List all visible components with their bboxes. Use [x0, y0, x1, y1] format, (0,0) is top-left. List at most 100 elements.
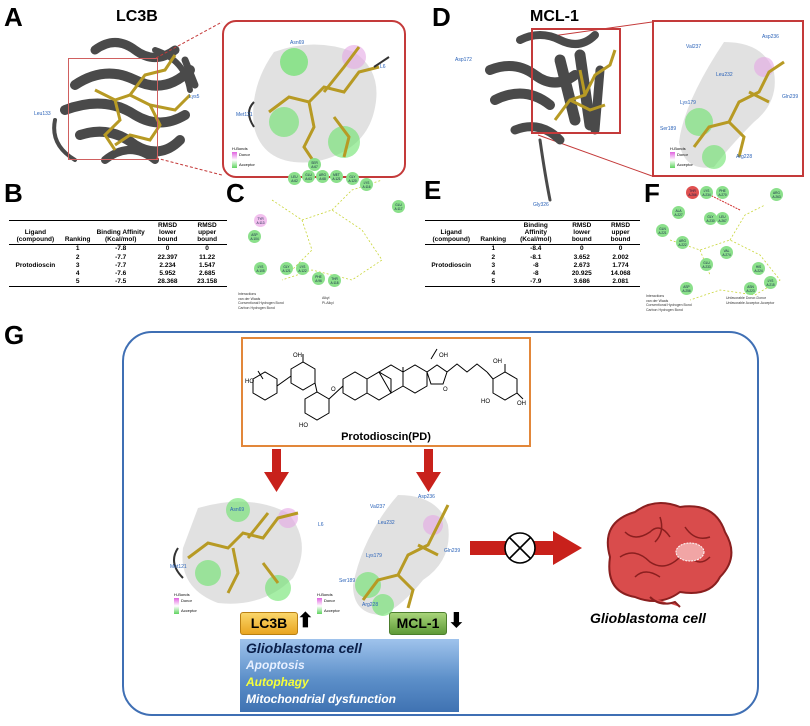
ligand-name: Protodioscin [15, 261, 56, 269]
col-rmsd-lower: RMSD lower bound [562, 219, 602, 246]
panel-b-label: B [4, 178, 23, 208]
svg-text:O: O [331, 387, 336, 393]
residue-node: LYS A:116 [360, 178, 373, 191]
mcl1-residue-label: Gly326 [533, 202, 549, 208]
legend-item: Alkyl [322, 296, 330, 300]
lc3b-zoom-residue: Met121 [236, 112, 253, 118]
residue-node: VAL A:274 [720, 246, 733, 259]
residue-node: PHE A:270 [716, 186, 729, 199]
residue-node: ARG A:263 [770, 188, 783, 201]
residue-node: GLU A:63 [302, 170, 315, 183]
legend-title: Interactions [238, 292, 257, 296]
lc3b-residue-label: Lys5 [189, 94, 200, 100]
panel-a-title: LC3B [116, 8, 158, 25]
residue-node: ARG A:68 [316, 170, 329, 183]
brain-icon [606, 502, 733, 608]
mcl1-structure [485, 31, 617, 202]
legend-acceptor: Acceptor [239, 162, 255, 167]
mcl1-hbond-legend: H-Bonds Donor Acceptor [670, 146, 693, 168]
col-ligand: Ligand (compound) [9, 219, 62, 246]
residue-node: ASP A:104 [248, 230, 261, 243]
mcl1-zoom-residue: Arg228 [736, 154, 753, 160]
g-mcl1-residue: Lys179 [366, 553, 382, 559]
lc3b-residue-label: Leu133 [34, 111, 51, 117]
residue-node: GLY A:120 [346, 172, 359, 185]
compound-name: Protodioscin(PD) [341, 431, 431, 443]
mcl1-binding-surface [679, 42, 785, 169]
panel-d-label: D [432, 2, 451, 32]
panel-g-label: G [4, 320, 25, 350]
hbond-gradient [317, 598, 322, 614]
svg-text:HO: HO [481, 399, 490, 405]
hbond-gradient [670, 152, 675, 168]
mechanism-panel [122, 331, 759, 716]
legend-donor: Donor [324, 598, 335, 603]
mcl1-interaction-legend-2: Unfavorable Donor-Donor Unfavorable Acce… [726, 296, 774, 305]
svg-text:O: O [443, 387, 448, 393]
brain-label: Glioblastoma cell [590, 610, 706, 626]
legend-title: Interactions [646, 294, 665, 298]
residue-node: LYS A:234 [700, 186, 713, 199]
effects-box: Glioblastoma cell Apoptosis Autophagy Mi… [240, 639, 459, 712]
legend-item: Conventional Hydrogen Bond [646, 303, 692, 307]
residue-node: LYS A:122 [296, 262, 309, 275]
residue-node: GLY A:230 [704, 212, 717, 225]
residue-node: GLU A:233 [700, 258, 713, 271]
residue-node: PHE A:96 [312, 272, 325, 285]
mcl1-zoom-residue: Leu232 [716, 72, 733, 78]
legend-item: Conventional Hydrogen Bond [238, 301, 284, 305]
residue-node: THR A:118 [328, 274, 341, 287]
residue-node: ASP A:256 [680, 282, 693, 295]
lc3b-binding-surface [248, 44, 390, 163]
svg-text:HO: HO [299, 423, 308, 429]
lc3b-tag: LC3B [240, 612, 298, 635]
legend-item: van der Waals [238, 296, 261, 301]
svg-text:OH: OH [439, 353, 448, 359]
col-ranking: Ranking [477, 219, 510, 246]
residue-node: LYS A:215 [764, 276, 777, 289]
g-right-hbond-legend: H-Bonds Donor Acceptor [317, 592, 340, 614]
legend-donor: Donor [181, 598, 192, 603]
residue-node: GLN A:221 [656, 224, 669, 237]
lc3b-hbond-legend: H-Bonds Donor Acceptor [232, 146, 255, 168]
lc3b-docking-table: Ligand (compound) Ranking Binding Affini… [9, 219, 227, 288]
g-lc3b-residue: Met121 [170, 564, 187, 570]
mcl1-zoom-residue: Lys179 [680, 100, 696, 106]
panel-c-label: C [226, 178, 245, 208]
residue-node: ARG A:222 [676, 236, 689, 249]
g-lc3b-residue: Asn69 [230, 507, 245, 513]
residue-node: GLY A:121 [280, 262, 293, 275]
mcl1-zoom-residue: Asp236 [762, 34, 779, 40]
legend-item: Carbon Hydrogen Bond [238, 305, 275, 310]
g-mcl1-residue: Ser189 [339, 578, 356, 584]
legend-donor: Donor [677, 152, 688, 157]
col-ranking: Ranking [61, 219, 94, 246]
mcl1-zoom-residue: Val237 [686, 44, 702, 50]
g-mcl1-residue: Arg228 [362, 602, 379, 608]
effect-autophagy: Autophagy [246, 675, 309, 689]
legend-item: van der Waals [646, 298, 669, 303]
mcl1-zoom-residue: Ser189 [660, 126, 677, 132]
mcl1-residue-label: Asp172 [455, 57, 472, 63]
col-rmsd-upper: RMSD upper bound [601, 219, 640, 246]
legend-acceptor: Acceptor [677, 162, 693, 167]
mcl1-zoom-region [531, 28, 621, 134]
panel-a-label: A [4, 2, 23, 32]
legend-title: H-Bonds [174, 592, 190, 597]
lc3b-interaction-legend-2: Alkyl Pi-Alkyl [322, 296, 334, 305]
lc3b-zoom-region [68, 58, 158, 160]
legend-item: Unfavorable Acceptor-Acceptor [726, 300, 775, 305]
mcl1-zoom-residue: Gln239 [782, 94, 799, 100]
mcl1-interaction-legend: Interactions van der Waals Conventional … [646, 294, 692, 312]
col-rmsd-lower: RMSD lower bound [147, 219, 188, 246]
